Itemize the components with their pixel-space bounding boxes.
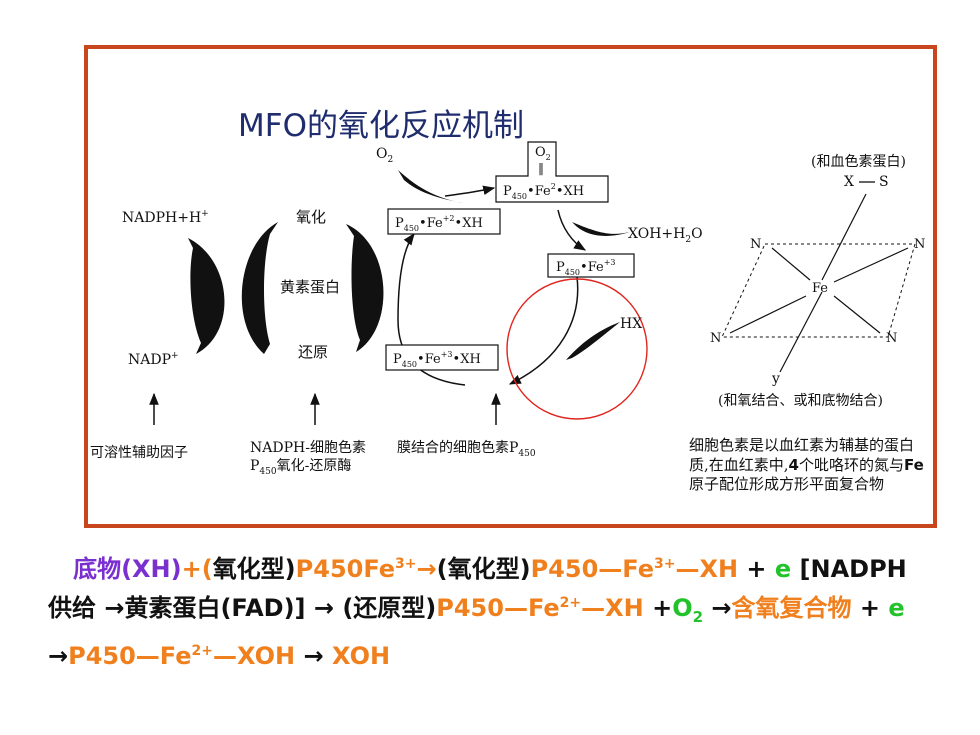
oxy-complex-box: [495, 141, 609, 203]
xoh-h2o-label: XOH+H2O: [628, 226, 703, 245]
nadp-label: NADP+: [128, 351, 179, 368]
box-top-o2: O2: [535, 145, 551, 162]
diagram-frame: [84, 45, 937, 528]
fe3-box: [547, 253, 635, 278]
hx-entry-wedge: [566, 322, 620, 360]
nadph-label: NADPH+H+: [122, 209, 209, 226]
fe-n-bond-4: [833, 295, 881, 334]
heme-caption-bottom: (和氧结合、或和底物结合): [718, 393, 883, 409]
fe2-xh-box: [387, 208, 501, 235]
reaction-equation: 底物(XH)+(氧化型)P450Fe3+→(氧化型)P450—Fe3+—XH +…: [48, 555, 907, 670]
fe-n-bond-3: [729, 295, 807, 334]
o2-label: O2: [376, 146, 393, 165]
fe3-xh-box: [385, 344, 499, 371]
n-bottom-right: N: [886, 331, 897, 346]
heme-y-label: y: [771, 371, 780, 387]
xoh-exit-wedge: [572, 222, 630, 236]
cycle-arrow-down: [557, 209, 587, 251]
n-top-right: N: [914, 237, 925, 252]
oxidized-label: 氧化: [296, 208, 326, 226]
cycle-arrow-top: [444, 185, 496, 197]
flavoprotein-label: 黄素蛋白: [280, 278, 340, 296]
heme-s-label: S: [879, 174, 889, 190]
heme-fe-label: Fe: [812, 281, 828, 296]
heme-caption-top: (和血色素蛋白): [811, 153, 906, 170]
box-top-complex-text: P450•Fe2•XH: [503, 182, 584, 201]
n-top-left: N: [750, 237, 761, 252]
fe-n-bond-2: [833, 247, 909, 283]
diagram-title: MFO的氧化反应机制: [238, 108, 524, 144]
axial-bond-top: [821, 193, 867, 281]
fe3-xh-text: P450•Fe+3•XH: [393, 350, 481, 369]
cytochrome-description: 细胞色素是以血红素为辅基的蛋白质,在血红素中,4个吡咯环的氮与Fe原子配位形成方…: [689, 436, 924, 493]
cycle-arrow-left: [397, 233, 466, 386]
cofactor-caption: 可溶性辅助因子: [90, 445, 188, 461]
reduced-label: 还原: [298, 343, 328, 361]
highlight-circle: [506, 278, 648, 420]
middle-crescent: [241, 222, 278, 354]
fe-n-bond-1: [771, 247, 811, 281]
fe2-xh-text: P450•Fe+2•XH: [395, 214, 483, 233]
left-crescent: [188, 238, 225, 354]
fe3-text: P450•Fe+3: [556, 258, 616, 277]
hx-label: HX: [620, 316, 642, 332]
o2-entry-wedge: [398, 170, 470, 204]
heme-x-label: X: [844, 174, 854, 190]
cyp450-caption: 膜结合的细胞色素P450: [397, 439, 536, 459]
reductase-caption-line1: NADPH-细胞色素: [250, 439, 366, 456]
axial-bond-bottom: [779, 291, 823, 373]
reductase-caption-line2: P450氧化-还原酶: [250, 458, 351, 477]
cycle-arrow-right: [508, 276, 579, 385]
box-top-double-bond: ‖: [538, 161, 544, 175]
n-bottom-left: N: [710, 331, 721, 346]
right-crescent: [346, 224, 384, 352]
porphyrin-square: [721, 243, 916, 338]
